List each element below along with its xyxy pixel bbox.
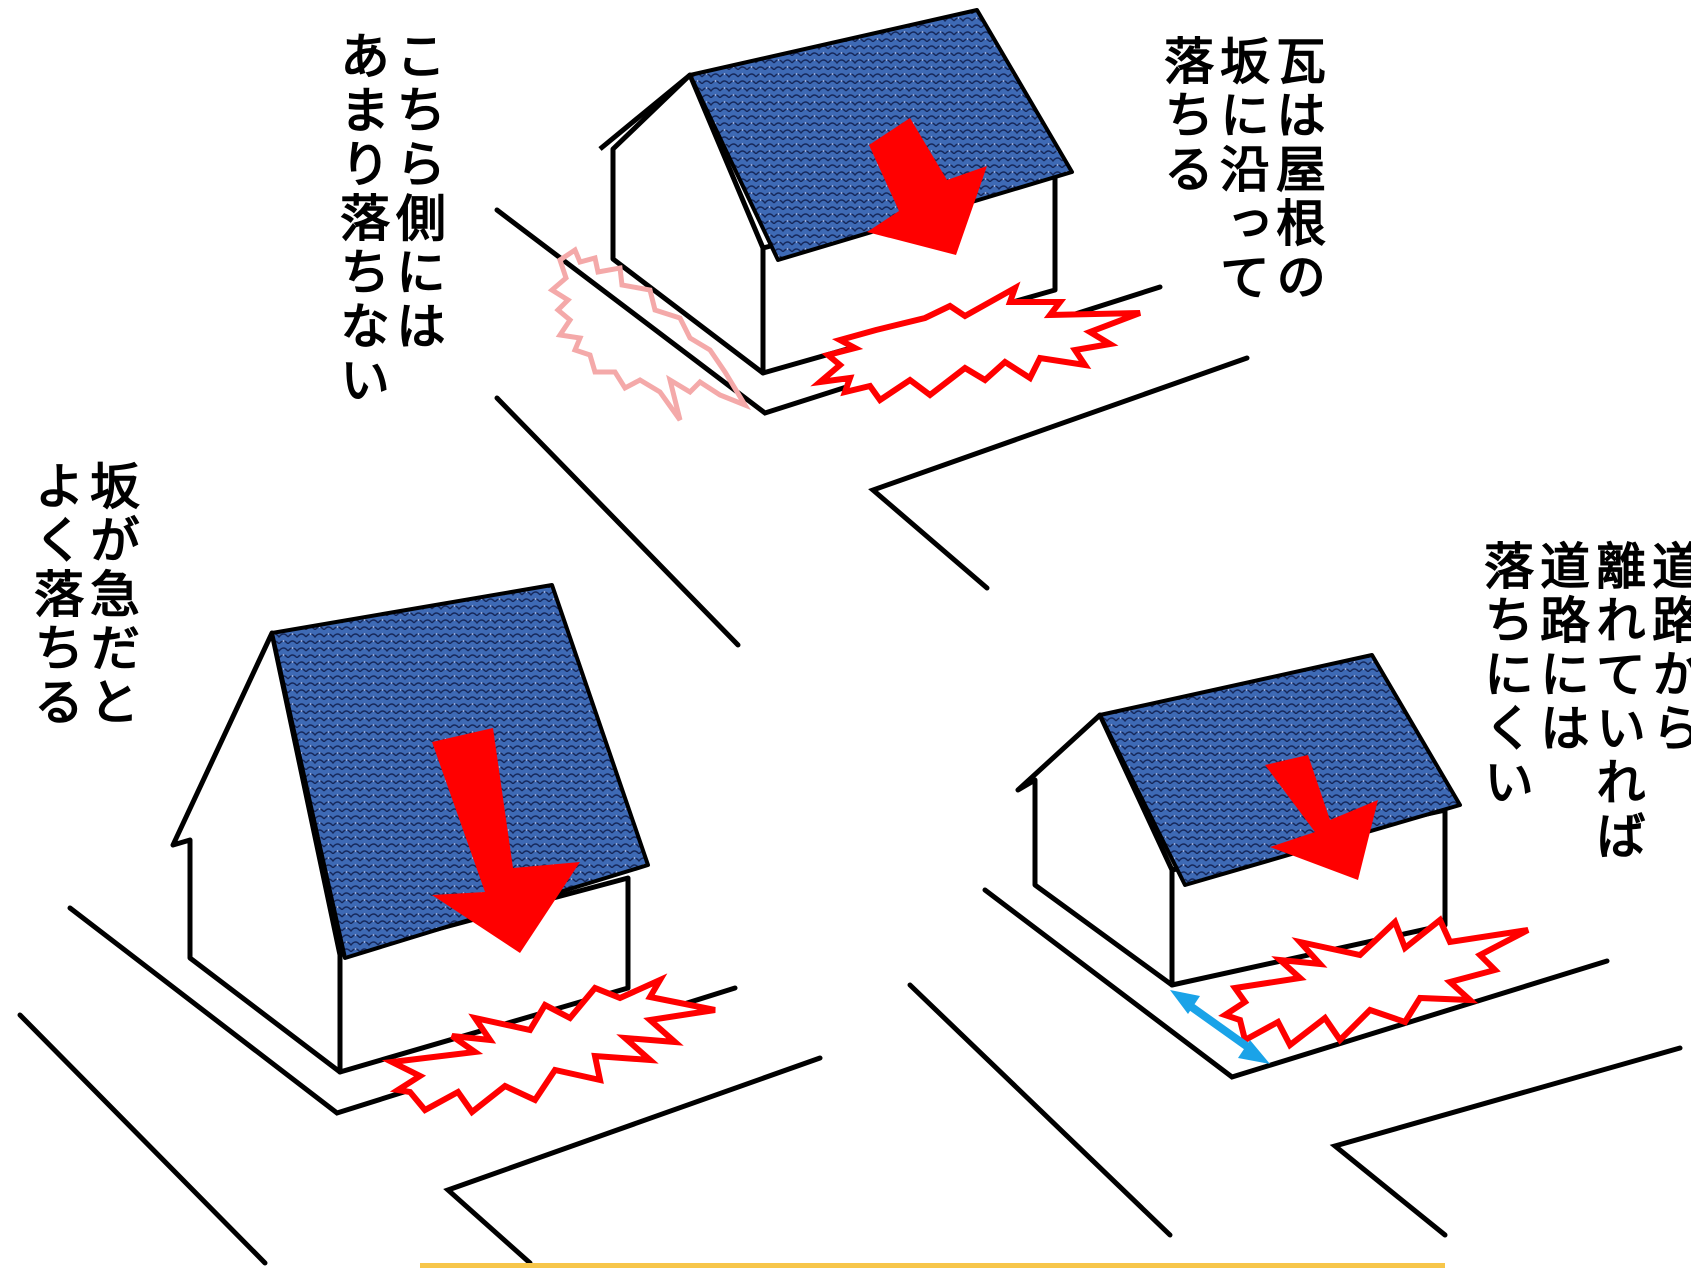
label-line: 離れていれば — [1588, 540, 1646, 864]
label-line: 坂に沿って — [1212, 35, 1270, 305]
down-arrow-icon — [432, 728, 580, 953]
roads — [17, 207, 1683, 1266]
road-line — [982, 887, 1610, 1080]
label-right: 道路から 離れていれば 道路には 落ちにくい — [1476, 540, 1691, 864]
label-line: 坂が急だと — [82, 460, 140, 730]
double-headed-arrow-icon — [1170, 990, 1270, 1064]
label-line: よく落ちる — [26, 460, 84, 730]
label-left: 坂が急だと よく落ちる — [26, 460, 140, 730]
label-line: 落ちにくい — [1476, 540, 1534, 810]
eave-left — [598, 73, 692, 151]
house-top — [547, 8, 1142, 422]
roof — [688, 8, 1074, 262]
label-top-right: 瓦は屋根の 坂に沿って 落ちる — [1156, 35, 1326, 305]
impact-burst-faint-icon — [547, 246, 752, 422]
road-line — [907, 982, 1173, 1238]
down-arrow-icon — [1265, 755, 1378, 880]
road-line — [494, 395, 741, 648]
label-line: 道路から — [1644, 540, 1691, 756]
house-right — [1015, 653, 1530, 1064]
label-top-left: こちら側には あまり落ちない — [332, 30, 446, 408]
label-line: こちら側には — [388, 30, 446, 354]
house-left — [170, 583, 716, 1117]
road-line — [1329, 1045, 1683, 1238]
label-line: 瓦は屋根の — [1268, 35, 1326, 305]
road-line — [443, 1055, 823, 1266]
impact-burst-icon — [381, 973, 716, 1117]
bottom-highlight-bar — [420, 1263, 1445, 1268]
label-line: あまり落ちない — [332, 30, 390, 408]
impact-burst-icon — [1218, 915, 1530, 1050]
label-line: 落ちる — [1156, 35, 1214, 197]
impact-burst-icon — [810, 281, 1142, 405]
road-line — [17, 1012, 268, 1266]
label-line: 道路には — [1532, 540, 1590, 756]
road-line — [868, 355, 1250, 591]
down-arrow-icon — [867, 118, 987, 255]
